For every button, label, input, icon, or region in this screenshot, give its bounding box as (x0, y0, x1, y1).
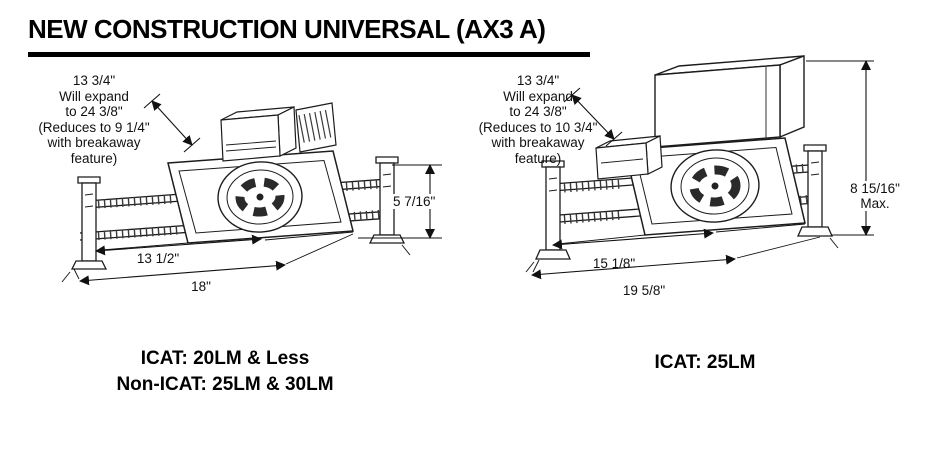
right-expand-note: 13 3/4" Will expand to 24 3/8" (Reduces … (462, 73, 614, 166)
right-height-dim-label: 8 15/16" Max. (838, 181, 912, 211)
left-expand-note-line: 13 3/4" (72, 73, 116, 88)
left-aperture (217, 161, 303, 233)
left-bar-hatching (91, 179, 385, 241)
left-fixture-drawing (61, 93, 442, 286)
right-expand-dimension (563, 87, 623, 147)
right-inner-width-dim-label: 15 1/8" (592, 256, 636, 271)
left-caption-line1: ICAT: 20LM & Less (140, 348, 310, 369)
left-width-dimensions (73, 231, 354, 286)
right-expand-note-line: feature) (514, 150, 562, 166)
right-fixture-drawing (525, 55, 874, 280)
right-enclosure-box (654, 55, 805, 148)
right-expand-note-line: (Reduces to 10 3/4" (478, 119, 598, 135)
left-expand-note-line: to 24 3/8" (65, 104, 123, 119)
left-caption: ICAT: 20LM & Less Non-ICAT: 25LM & 30LM (80, 346, 370, 398)
title-underline (28, 52, 590, 57)
right-aperture (670, 149, 760, 223)
left-height-dim-label: 5 7/16" (391, 194, 438, 209)
page-title: NEW CONSTRUCTION UNIVERSAL (AX3 A) (28, 14, 546, 44)
right-caption-line1: ICAT: 25LM (654, 352, 756, 373)
left-expand-note-line: Will expand (59, 88, 129, 104)
left-bracket-right (368, 156, 406, 244)
left-expand-note-line: (Reduces to 9 1/4" (38, 119, 150, 135)
right-caption: ICAT: 25LM (560, 350, 850, 376)
left-caption-line2: Non-ICAT: 25LM & 30LM (116, 374, 334, 395)
right-bracket-right (796, 144, 834, 237)
right-width-dimensions (531, 223, 821, 280)
left-junction-box (220, 102, 337, 162)
right-outer-width-dim-label: 19 5/8" (622, 283, 666, 298)
right-expand-note-line: with breakaway (491, 135, 585, 150)
left-inner-width-dim-label: 13 1/2" (136, 251, 180, 266)
right-expand-note-line: to 24 3/8" (509, 104, 567, 119)
left-expand-note-line: feature) (70, 150, 118, 166)
right-height-dim-max: Max. (860, 196, 890, 211)
right-expand-note-line: 13 3/4" (516, 73, 560, 88)
left-bracket-left (70, 176, 108, 270)
left-expand-note-line: with breakaway (47, 135, 141, 150)
right-expand-note-line: Will expand (503, 88, 573, 104)
left-expand-note: 13 3/4" Will expand to 24 3/8" (Reduces … (18, 73, 170, 166)
right-height-dim-value: 8 15/16" (850, 181, 900, 196)
left-expand-dimension (143, 93, 201, 153)
left-outer-width-dim-label: 18" (191, 279, 211, 294)
